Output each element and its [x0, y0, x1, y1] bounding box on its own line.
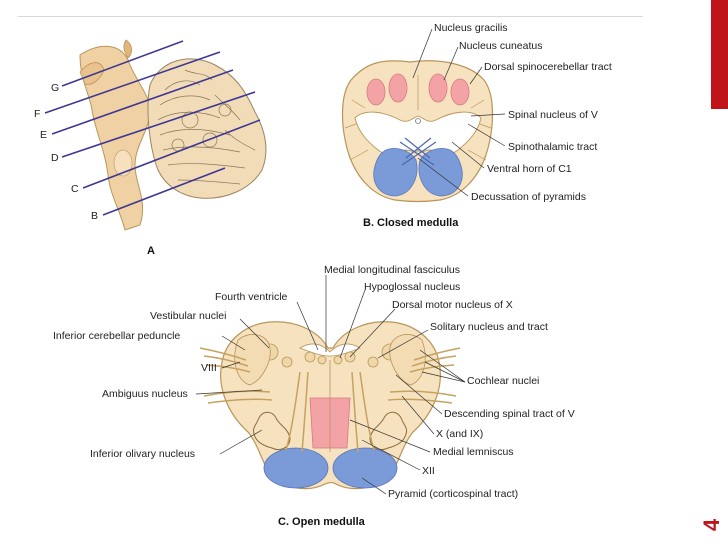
- plane-e-line: [51, 69, 234, 135]
- plane-f-line: [44, 51, 221, 114]
- plane-e-label: E: [40, 129, 47, 141]
- gracilis-left: [388, 73, 408, 103]
- label-inf-olivary: Inferior olivary nucleus: [90, 448, 195, 460]
- central-canal: [415, 118, 421, 124]
- plane-b-label: B: [91, 210, 98, 222]
- label-mlf: Medial longitudinal fasciculus: [324, 264, 460, 276]
- olivary-nuclei: [253, 411, 407, 451]
- plane-d-line: [61, 91, 256, 158]
- pyramid-right-open: [332, 447, 398, 489]
- label-nucleus-cuneatus: Nucleus cuneatus: [459, 40, 542, 52]
- label-solitary: Solitary nucleus and tract: [430, 321, 548, 333]
- plane-b-line: [102, 167, 226, 216]
- label-fourth-ventricle: Fourth ventricle: [215, 291, 288, 303]
- section-planes: [44, 40, 261, 216]
- label-inf-cerebellar-peduncle: Inferior cerebellar peduncle: [53, 330, 180, 342]
- label-ventral-horn-c1: Ventral horn of C1: [487, 163, 572, 175]
- gracilis-right: [428, 73, 448, 103]
- label-spinal-nucleus-v: Spinal nucleus of V: [508, 109, 598, 121]
- label-medial-lemniscus: Medial lemniscus: [433, 446, 514, 458]
- inf-cerebellar-peduncle-right: [389, 334, 426, 386]
- accent-bar: [711, 0, 728, 109]
- plane-g-line: [61, 40, 184, 87]
- slide-top-rule: [18, 16, 643, 17]
- label-spinothalamic: Spinothalamic tract: [508, 141, 597, 153]
- pyramid-right-closed: [418, 148, 463, 197]
- label-hypoglossal: Hypoglossal nucleus: [364, 281, 460, 293]
- label-cochlear-nuclei: Cochlear nuclei: [467, 375, 539, 387]
- closed-tract-divisions: [344, 75, 492, 161]
- plane-f-label: F: [34, 108, 40, 120]
- label-ambiguus: Ambiguus nucleus: [102, 388, 188, 400]
- label-x-ix: X (and IX): [436, 428, 483, 440]
- pyramid-left-open: [263, 447, 329, 489]
- figure-a-caption: A: [147, 245, 155, 257]
- cuneatus-right: [450, 78, 470, 106]
- figure-b-caption: B. Closed medulla: [363, 217, 459, 229]
- figure-c: Medial longitudinal fasciculus Hypogloss…: [53, 264, 575, 528]
- plane-c-line: [82, 119, 261, 189]
- open-leader-lines: [195, 275, 466, 495]
- fourth-ventricle-shape: [299, 343, 361, 357]
- label-dorsal-motor-x: Dorsal motor nucleus of X: [392, 299, 513, 311]
- plane-g-label: G: [51, 82, 59, 94]
- label-xii: XII: [422, 465, 435, 477]
- label-dorsal-spinocerebellar: Dorsal spinocerebellar tract: [484, 61, 612, 73]
- figure-b: Nucleus gracilis Nucleus cuneatus Dorsal…: [341, 22, 612, 229]
- closed-leader-lines: [412, 28, 506, 197]
- inf-cerebellar-peduncle-left: [234, 334, 271, 386]
- cerebellum-shape: [147, 58, 267, 199]
- decussation-fibers: [399, 137, 437, 166]
- label-decussation-pyramids: Decussation of pyramids: [471, 191, 586, 203]
- label-viii: VIII: [201, 362, 217, 374]
- label-pyramid: Pyramid (corticospinal tract): [388, 488, 518, 500]
- figure-c-caption: C. Open medulla: [278, 516, 366, 528]
- label-nucleus-gracilis: Nucleus gracilis: [434, 22, 508, 34]
- cerebral-peduncle: [123, 39, 132, 59]
- pyramid-left-closed: [373, 148, 418, 197]
- plane-d-label: D: [51, 152, 59, 164]
- olive-bulge: [113, 149, 133, 177]
- cuneatus-left: [366, 78, 386, 106]
- figure-a: G F E D C B A: [34, 39, 267, 257]
- plane-c-label: C: [71, 183, 79, 195]
- label-vestibular-nuclei: Vestibular nuclei: [150, 310, 226, 322]
- label-desc-spinal-v: Descending spinal tract of V: [444, 408, 575, 420]
